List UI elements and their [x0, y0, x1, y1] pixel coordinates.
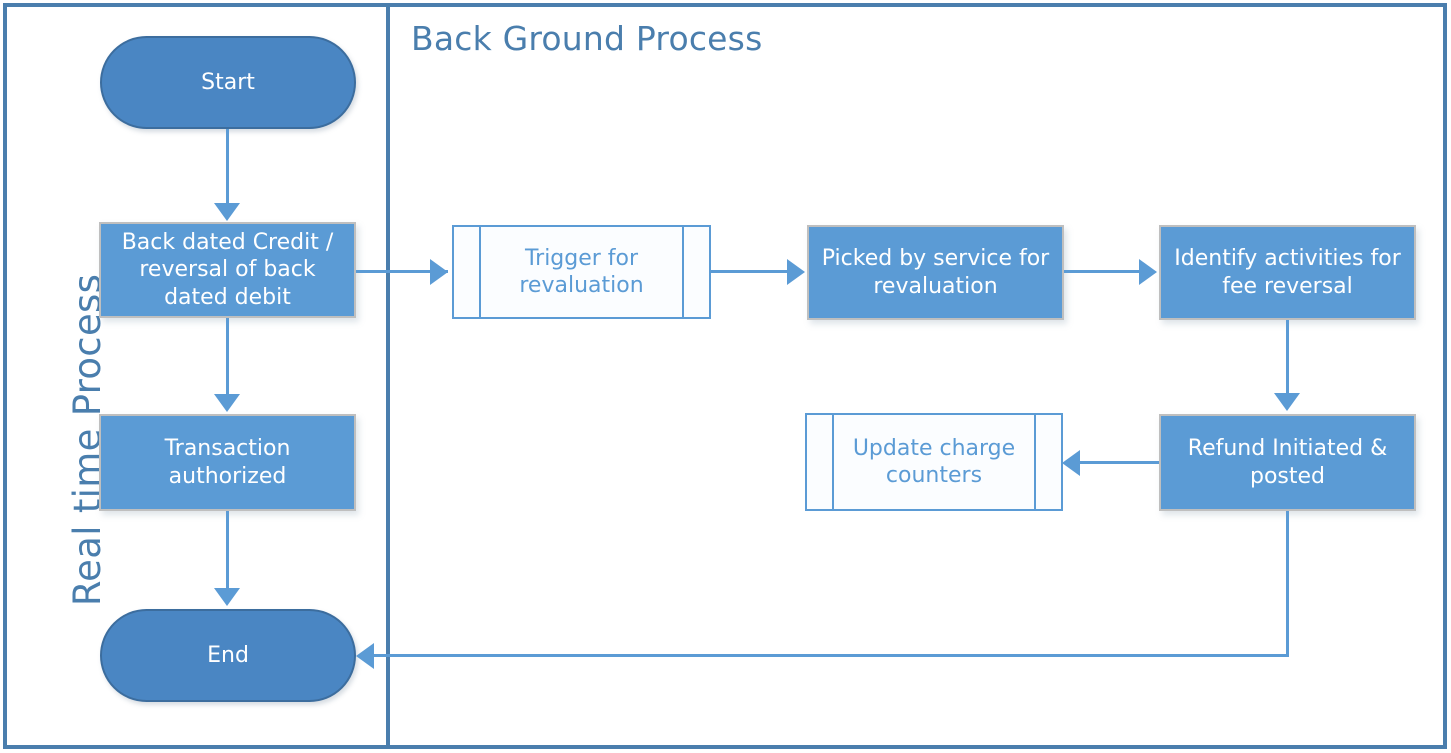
- connector-identify-to-refund: [1286, 320, 1289, 397]
- arrowhead-backdated-to-trigger: [430, 259, 448, 285]
- node-identify-line1: Identify activities for: [1174, 246, 1401, 272]
- arrowhead-backdated-to-authorized: [214, 394, 240, 412]
- connector-authorized-to-end: [226, 511, 229, 593]
- arrowhead-picked-to-identify: [1139, 259, 1157, 285]
- node-refund-line1: Refund Initiated &: [1187, 436, 1388, 462]
- diagram-outer-frame: [3, 3, 1447, 749]
- arrowhead-trigger-to-picked: [787, 259, 805, 285]
- node-update-charge-counters[interactable]: Update charge counters: [805, 413, 1063, 511]
- node-identify-line2: fee reversal: [1222, 273, 1353, 299]
- node-back-dated-credit-label: Back dated Credit / reversal of back dat…: [122, 229, 334, 311]
- node-refund-initiated-label: Refund Initiated & posted: [1188, 435, 1387, 490]
- predefined-left-bar: [832, 415, 834, 509]
- node-refund-line2: posted: [1249, 463, 1325, 489]
- node-counters-line2: counters: [885, 463, 983, 488]
- node-picked-line1: Picked by service for: [821, 246, 1050, 272]
- node-update-charge-counters-label: Update charge counters: [819, 435, 1049, 490]
- predefined-left-bar: [479, 227, 481, 317]
- node-back-dated-credit-line1: Back dated Credit /: [121, 230, 334, 256]
- node-trigger-for-revaluation-label: Trigger for revaluation: [485, 245, 677, 300]
- node-picked-by-service[interactable]: Picked by service for revaluation: [807, 225, 1064, 320]
- node-trigger-line2: revaluation: [519, 273, 644, 298]
- node-transaction-authorized-line1: Transaction: [164, 436, 291, 462]
- node-back-dated-credit-line2: reversal of back: [139, 257, 316, 283]
- lane-title-back-ground-process: Back Ground Process: [411, 19, 763, 58]
- node-trigger-line1: Trigger for: [524, 245, 639, 271]
- arrowhead-start-to-backdated: [214, 203, 240, 221]
- node-trigger-for-revaluation[interactable]: Trigger for revaluation: [452, 225, 711, 319]
- arrowhead-identify-to-refund: [1274, 393, 1300, 411]
- predefined-right-bar: [682, 227, 684, 317]
- node-identify-activities[interactable]: Identify activities for fee reversal: [1159, 225, 1416, 320]
- arrowhead-refund-to-end: [356, 643, 374, 669]
- node-start-label: Start: [201, 70, 255, 95]
- node-back-dated-credit-line3: dated debit: [164, 284, 291, 310]
- connector-trigger-to-picked: [711, 270, 789, 273]
- node-transaction-authorized[interactable]: Transaction authorized: [99, 414, 356, 511]
- node-counters-line1: Update charge: [852, 435, 1016, 461]
- node-transaction-authorized-line2: authorized: [168, 463, 287, 489]
- connector-backdated-to-authorized: [226, 318, 229, 398]
- node-end[interactable]: End: [100, 609, 356, 702]
- connector-refund-to-end-vertical: [1286, 511, 1289, 657]
- connector-refund-to-counters: [1080, 461, 1159, 464]
- connector-picked-to-identify: [1064, 270, 1141, 273]
- node-identify-activities-label: Identify activities for fee reversal: [1174, 245, 1400, 300]
- connector-start-to-backdated: [226, 129, 229, 207]
- arrowhead-authorized-to-end: [214, 588, 240, 606]
- connector-refund-to-end-horizontal: [374, 654, 1289, 657]
- arrowhead-refund-to-counters: [1062, 450, 1080, 476]
- node-end-label: End: [207, 643, 249, 668]
- connector-backdated-to-trigger: [356, 270, 448, 273]
- node-picked-by-service-label: Picked by service for revaluation: [822, 245, 1049, 300]
- node-back-dated-credit[interactable]: Back dated Credit / reversal of back dat…: [99, 222, 356, 318]
- node-start[interactable]: Start: [100, 36, 356, 129]
- swimlane-divider: [386, 5, 390, 748]
- node-transaction-authorized-label: Transaction authorized: [165, 435, 291, 490]
- predefined-right-bar: [1034, 415, 1036, 509]
- node-picked-line2: revaluation: [873, 273, 998, 299]
- node-refund-initiated[interactable]: Refund Initiated & posted: [1159, 414, 1416, 511]
